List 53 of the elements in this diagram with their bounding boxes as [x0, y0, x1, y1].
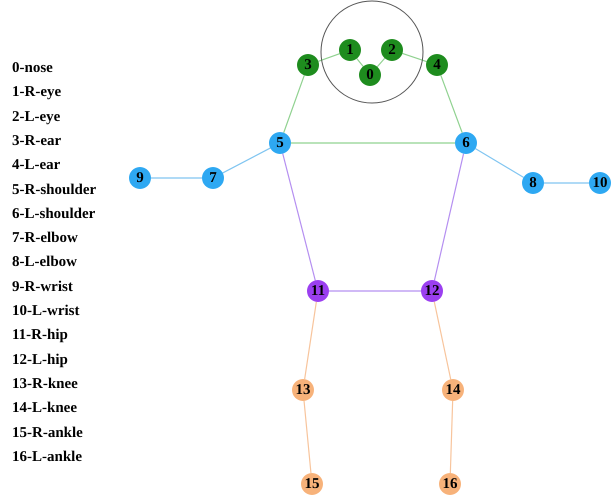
keypoint-circle: 9 [129, 167, 151, 189]
connector-line [291, 142, 455, 144]
keypoint-circle: 6 [455, 132, 477, 154]
keypoint-label: 7-R-elbow [12, 230, 78, 248]
keypoint-label: 1-R-eye [12, 84, 62, 102]
keypoint-circle: 16 [439, 473, 461, 495]
connector-line [475, 148, 524, 178]
connector-line [303, 400, 312, 474]
connector-line [402, 52, 427, 62]
keypoint-label: 4-L-ear [12, 157, 60, 174]
keypoint-label: 13-R-knee [12, 376, 78, 393]
keypoint-label: 16-L-ankle [12, 448, 82, 466]
connector-line [434, 154, 464, 280]
keypoint-label: 12-L-hip [12, 352, 68, 369]
keypoint-label: 15-R-ankle [12, 424, 83, 442]
connector-line [151, 177, 202, 179]
connector-line [283, 75, 305, 133]
keypoint-label: 11-R-hip [12, 327, 68, 344]
keypoint-circle: 0 [359, 64, 381, 86]
connector-line [282, 154, 316, 280]
connector-line [304, 302, 317, 380]
keypoint-label: 2-L-eye [12, 108, 60, 126]
connector-line [376, 58, 386, 68]
connector-line [434, 302, 452, 380]
keypoint-circle: 4 [426, 54, 448, 76]
keypoint-label: 14-L-knee [12, 400, 77, 418]
keypoint-circle: 10 [589, 172, 611, 194]
keypoint-circle: 7 [202, 167, 224, 189]
keypoint-circle: 11 [307, 280, 329, 302]
keypoint-circle: 5 [269, 132, 291, 154]
head-circle [320, 0, 424, 104]
keypoint-circle: 14 [442, 379, 464, 401]
keypoint-label: 9-R-wrist [12, 278, 73, 296]
keypoint-circle: 3 [297, 54, 319, 76]
keypoint-circle: 13 [292, 379, 314, 401]
connector-line [318, 53, 340, 62]
keypoint-circle: 1 [339, 39, 361, 61]
keypoint-label: 0-nose [12, 60, 53, 77]
keypoint-label: 3-R-ear [12, 132, 62, 150]
keypoint-label: 10-L-wrist [12, 303, 80, 320]
connector-line [544, 182, 589, 184]
keypoint-label: 6-L-shoulder [12, 206, 96, 223]
keypoint-label: 8-L-elbow [12, 254, 77, 272]
connector-line [222, 148, 271, 174]
keypoint-circle: 8 [522, 172, 544, 194]
connector-line [440, 75, 463, 133]
keypoint-circle: 12 [421, 280, 443, 302]
keypoint-circle: 2 [381, 39, 403, 61]
connector-line [450, 400, 454, 474]
keypoint-circle: 15 [301, 473, 323, 495]
keypoint-label: 5-R-shoulder [12, 182, 96, 198]
connector-line [356, 58, 364, 67]
connector-line [329, 290, 421, 292]
